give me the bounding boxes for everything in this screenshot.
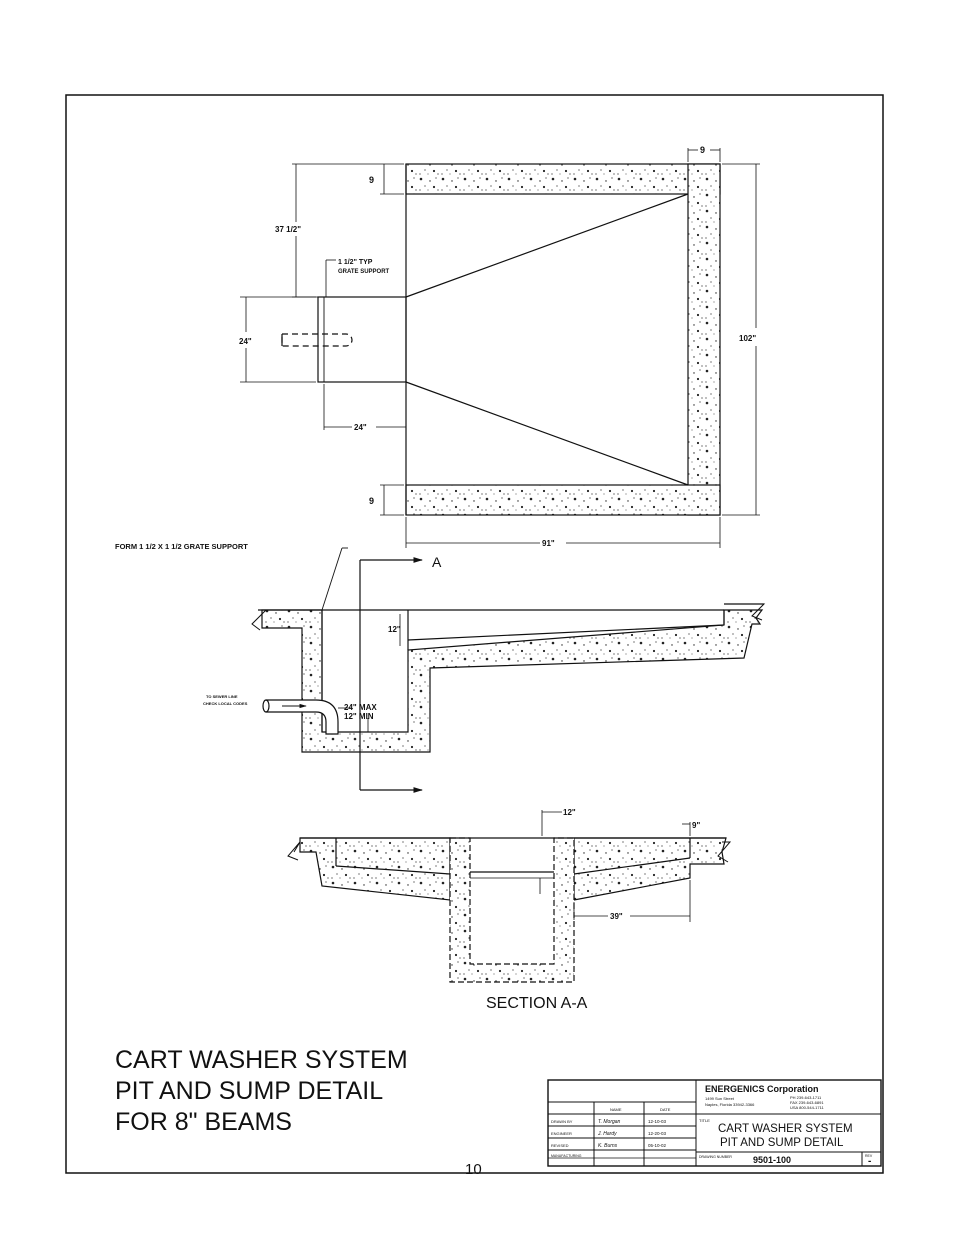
page-number: 10 <box>465 1161 482 1178</box>
tb-row-date: 12-10-03 <box>648 1119 667 1124</box>
elevation-pipe <box>266 699 339 735</box>
elevation-section-mark: A <box>432 554 442 570</box>
elevation-dim-12: 12" <box>388 625 401 634</box>
section-sump-concrete <box>449 837 575 983</box>
tb-title-line1: CART WASHER SYSTEM <box>718 1123 853 1135</box>
tb-col-name: NAME <box>610 1107 622 1112</box>
plan-dim-9-top: 9 <box>369 175 374 185</box>
section-break-right <box>717 841 732 863</box>
elevation-break-left <box>251 609 267 631</box>
tb-drawing-number: 9501-100 <box>753 1155 791 1165</box>
plan-right-wall <box>687 163 721 516</box>
plan-slope-line-lower <box>405 381 689 486</box>
tb-row-role: DRAWN BY <box>551 1119 573 1124</box>
section-break-left <box>287 841 301 861</box>
tb-col-date: DATE <box>660 1107 671 1112</box>
tb-row-date: 05-10-02 <box>648 1143 667 1148</box>
section-dim-9: 9" <box>692 821 700 830</box>
tb-title-line2: PIT AND SUMP DETAIL <box>720 1137 844 1149</box>
main-title-line3: FOR 8" BEAMS <box>115 1108 292 1136</box>
plan-view <box>240 148 760 548</box>
plan-dim-91: 91" <box>542 539 555 548</box>
elevation-sewer-note-line2: CHECK LOCAL CODES <box>203 701 248 706</box>
tb-row-role: ENGINEER <box>551 1131 572 1136</box>
tb-row-role: REVISED <box>551 1143 569 1148</box>
elevation-concrete <box>261 609 764 753</box>
tb-title-label: TITLE <box>699 1118 710 1123</box>
tb-row-name: J. Hardy <box>597 1131 617 1137</box>
tb-row-name: K. Burns <box>598 1143 618 1149</box>
tb-address-line1: 1499 Sun Street <box>705 1096 735 1101</box>
tb-drawing-number-label: DRAWING NUMBER <box>699 1155 732 1159</box>
elevation-pipe-max: 24" MAX <box>344 703 377 712</box>
elevation-sewer-note-line1: TO SEWER LINE <box>206 694 238 699</box>
plan-dim-9-right: 9 <box>700 145 705 155</box>
plan-slope-line-upper <box>405 193 689 298</box>
plan-grate-support-line2: GRATE SUPPORT <box>338 269 390 275</box>
elevation-break-right <box>751 603 766 621</box>
plan-top-wall <box>405 163 721 195</box>
tb-address-line2: Naples, Florida 33942-3366 <box>705 1102 755 1107</box>
elevation-pipe-min: 12" MIN <box>344 712 374 721</box>
section-right-slab <box>573 837 727 901</box>
main-title-line2: PIT AND SUMP DETAIL <box>115 1077 383 1105</box>
section-view <box>287 810 732 983</box>
tb-phone-line3: USA 800-544-1711 <box>790 1105 825 1110</box>
plan-sump <box>317 296 407 383</box>
plan-dim-102: 102" <box>739 334 756 343</box>
plan-dim-9-bottom: 9 <box>369 496 374 506</box>
tb-phone-line2: FAX 239-643-6891 <box>790 1100 824 1105</box>
elevation-form-note: FORM 1 1/2 X 1 1/2 GRATE SUPPORT <box>115 542 248 551</box>
plan-dim-37-5: 37 1/2" <box>275 225 301 234</box>
main-title-line1: CART WASHER SYSTEM <box>115 1046 408 1074</box>
plan-pipe-dashed <box>281 333 353 347</box>
section-dim-39: 39" <box>610 912 623 921</box>
tb-rev-label: REV <box>865 1154 873 1158</box>
tb-row-date: 12-20-03 <box>648 1131 667 1136</box>
tb-rev-value: - <box>868 1156 871 1167</box>
elevation-view <box>251 547 766 793</box>
section-dim-12: 12" <box>563 808 576 817</box>
tb-row-role: MANUFACTURING <box>551 1154 582 1158</box>
section-title: SECTION A-A <box>486 995 588 1012</box>
plan-dim-24-height: 24" <box>239 337 252 346</box>
plan-dim-24-width: 24" <box>354 423 367 432</box>
tb-row-name: T. Morgan <box>598 1119 621 1125</box>
tb-company: ENERGENICS Corporation <box>705 1084 819 1094</box>
title-block <box>547 1079 882 1167</box>
plan-bottom-wall <box>405 484 721 516</box>
tb-phone-line1: PH 239-643-1711 <box>790 1095 822 1100</box>
plan-grate-support-line1: 1 1/2" TYP <box>338 259 373 266</box>
sheet-border <box>65 94 884 1174</box>
